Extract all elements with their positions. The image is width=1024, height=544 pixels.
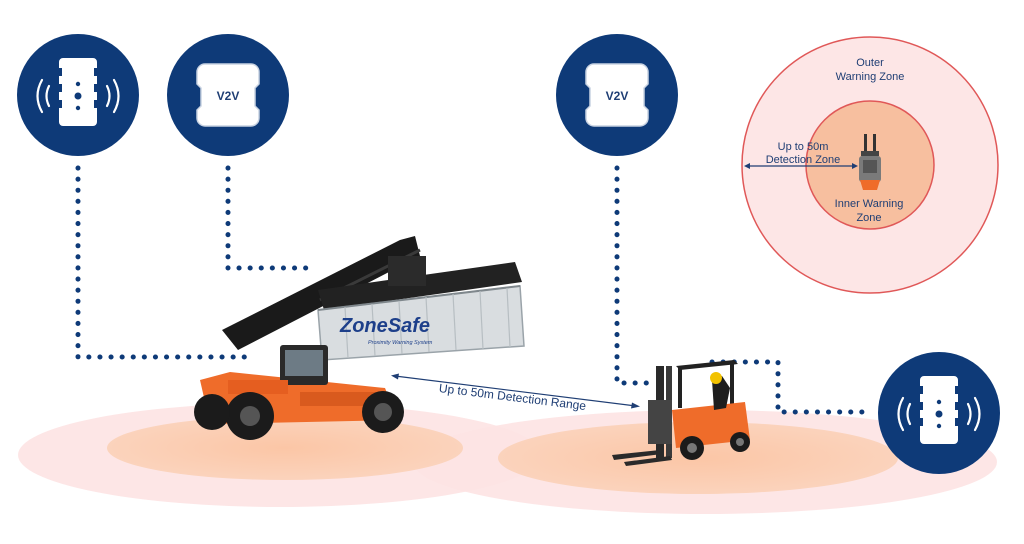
detection-arrow-head-right: [852, 163, 858, 169]
device-v2v-left: V2V: [167, 34, 289, 156]
v2v-label-left: V2V: [217, 89, 240, 103]
shipping-container: ZoneSafe Proximity Warning System: [317, 285, 525, 361]
connector-v2v-left: [225, 165, 313, 271]
device-tag-right: [878, 352, 1000, 474]
forklift-operator: [710, 372, 722, 384]
detection-zone-label-line1: Up to 50m: [778, 141, 829, 153]
connector-forklift-tag: [709, 359, 871, 415]
signal-waves-icon: [36, 78, 120, 114]
reach-stacker-inner-zone: [107, 416, 463, 480]
inner-zone-label-line2: Zone: [856, 212, 881, 224]
connection-lines: [75, 165, 871, 415]
device-tag-left: [17, 34, 139, 156]
detection-range-label: Up to 50m Detection Range: [438, 381, 587, 413]
outer-zone-label-line2: Warning Zone: [836, 71, 905, 83]
wearable-tag-icon: [59, 58, 97, 126]
wearable-tag-icon: [920, 376, 958, 444]
detection-zone-label-line2: Detection Zone: [766, 154, 841, 166]
ground-zones: [18, 403, 997, 514]
container-tagline-text: Proximity Warning System: [368, 340, 433, 346]
detection-arrow-head-left: [744, 163, 750, 169]
zone-diagram: Outer Warning Zone Up to 50m Detection Z…: [741, 36, 999, 294]
v2v-unit-icon: [196, 63, 260, 127]
forklift-top-view-icon: [859, 134, 881, 190]
connector-tag-left: [75, 165, 258, 360]
forklift-vehicle: [612, 360, 750, 466]
forklift-forks: [612, 450, 662, 460]
detection-range-arrow: Up to 50m Detection Range: [391, 373, 640, 413]
outer-zone-label-line1: Outer: [856, 57, 884, 69]
device-v2v-right: V2V: [556, 34, 678, 156]
reach-stacker-vehicle: ZoneSafe Proximity Warning System: [194, 236, 525, 440]
v2v-label-right: V2V: [606, 89, 629, 103]
v2v-unit-icon: [585, 63, 649, 127]
forklift-overhead-guard: [676, 360, 738, 370]
container-brand-text: ZoneSafe: [339, 315, 430, 337]
inner-zone-label-line1: Inner Warning: [835, 198, 904, 210]
connector-v2v-right: [614, 165, 653, 386]
signal-waves-icon: [897, 396, 981, 432]
